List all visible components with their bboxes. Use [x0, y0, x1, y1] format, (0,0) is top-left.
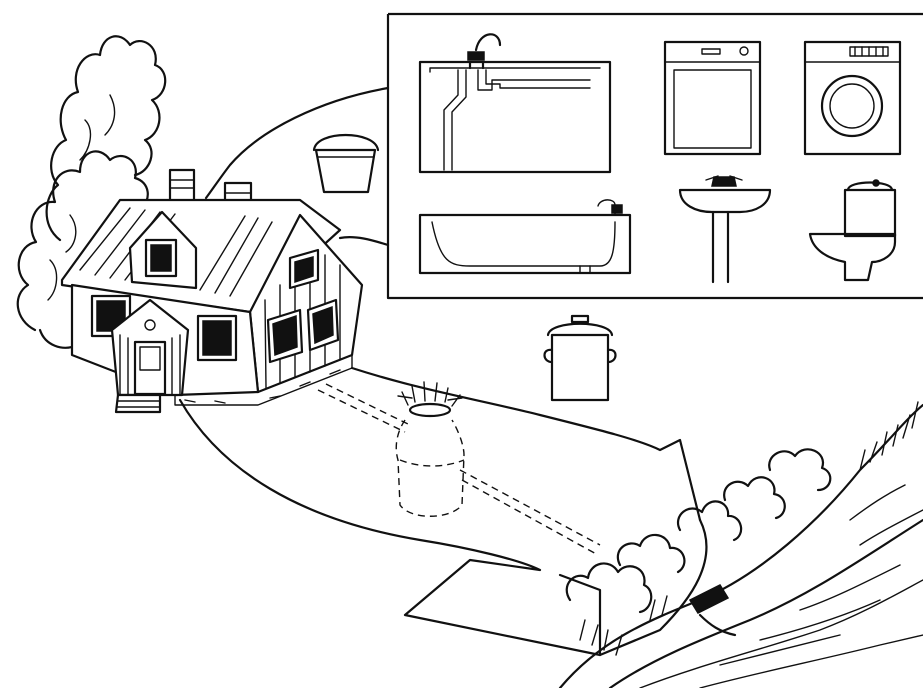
washing-machine-illustration [803, 40, 902, 156]
kitchen-sink-illustration [418, 33, 612, 174]
stream-illustration [558, 401, 923, 688]
bathtub-illustration [418, 199, 632, 275]
flow-arrow [178, 366, 708, 657]
washbasin-illustration [678, 175, 772, 284]
appliance-panel [204, 12, 923, 402]
cooking-pot-illustration [543, 314, 617, 402]
house-illustration [60, 168, 364, 414]
toilet-illustration [808, 179, 897, 282]
front-steps [114, 393, 162, 414]
septic-well-illustration [317, 381, 601, 556]
dishwasher-illustration [663, 40, 762, 156]
bucket-illustration [312, 133, 380, 194]
